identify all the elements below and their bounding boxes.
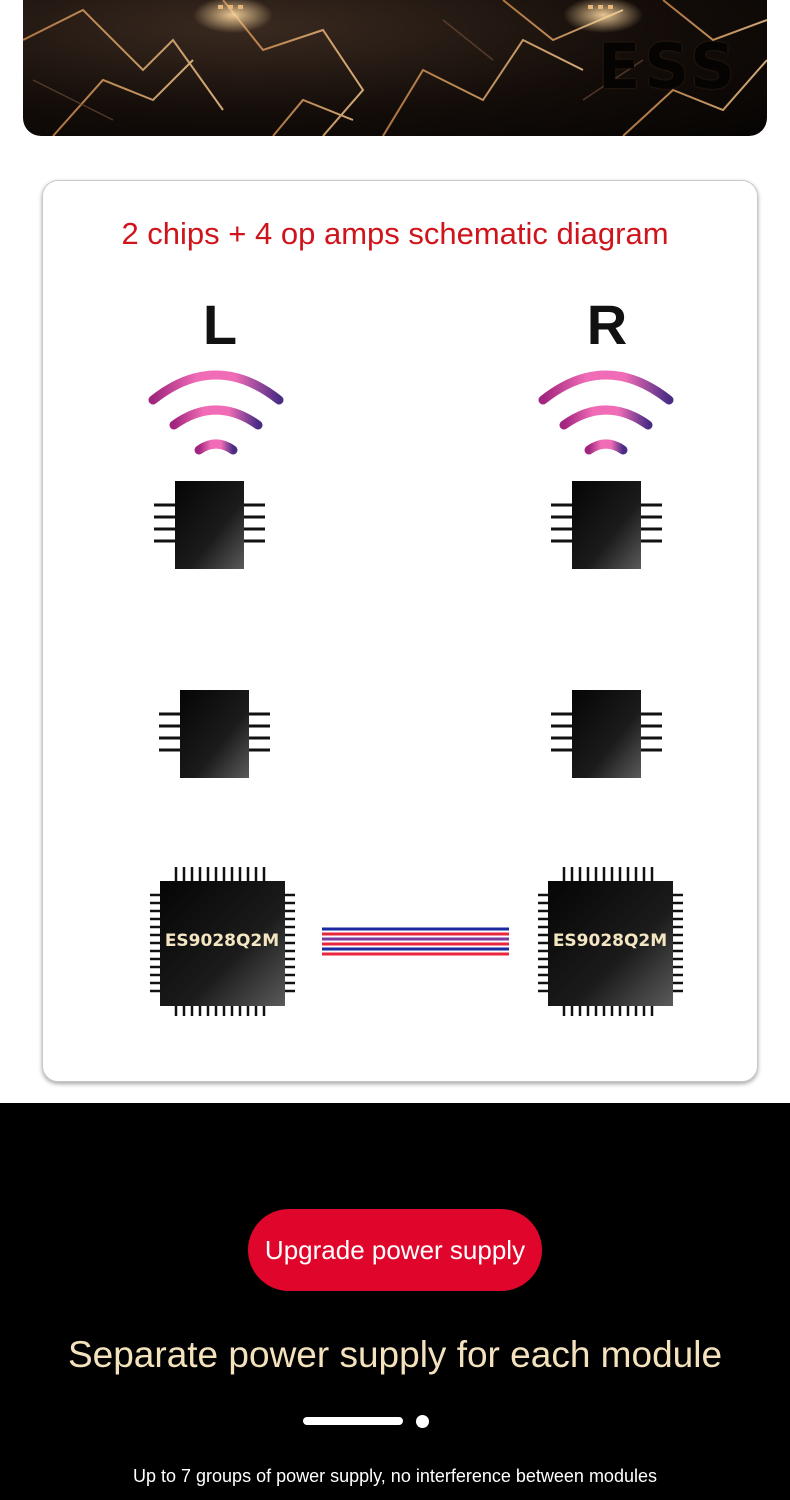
left-dac-chip-label: ES9028Q2M: [164, 931, 280, 951]
dac-interconnect-wires: [322, 927, 509, 956]
left-op-amp-2-chip: [159, 690, 270, 778]
right-channel-label: R: [586, 293, 628, 356]
right-dac-chip: [538, 867, 683, 1016]
right-wire-bundle-lower: [592, 788, 618, 862]
carousel-indicator-active[interactable]: [303, 1417, 403, 1425]
power-headline: Separate power supply for each module: [67, 1334, 723, 1375]
right-wire-bundle-upper: [592, 598, 618, 672]
upgrade-power-badge: Upgrade power supply: [248, 1209, 542, 1291]
right-signal-wave-icon: [538, 370, 674, 455]
left-signal-wave-icon: [148, 370, 284, 455]
left-wire-bundle-lower: [202, 788, 228, 862]
left-op-amp-1-chip: [154, 481, 265, 569]
right-op-amp-2-chip: [551, 690, 662, 778]
carousel-indicator-dot[interactable]: [416, 1415, 429, 1428]
right-dac-chip-label: ES9028Q2M: [552, 931, 668, 951]
left-channel-label: L: [202, 293, 238, 356]
left-wire-bundle-upper: [202, 598, 228, 672]
upgrade-power-badge-label: Upgrade power supply: [264, 1234, 526, 1265]
right-op-amp-1-chip: [551, 481, 662, 569]
circuit-board-image: [23, 0, 767, 136]
ess-logo-text: ESS: [598, 30, 739, 103]
power-section: [0, 1103, 790, 1500]
left-dac-chip: [150, 867, 295, 1016]
schematic-title: 2 chips + 4 op amps schematic diagram: [121, 216, 669, 251]
top-banner: ESS: [23, 0, 767, 136]
schematic-diagram: [148, 370, 683, 1016]
power-description: Up to 7 groups of power supply, no inter…: [133, 1466, 657, 1486]
